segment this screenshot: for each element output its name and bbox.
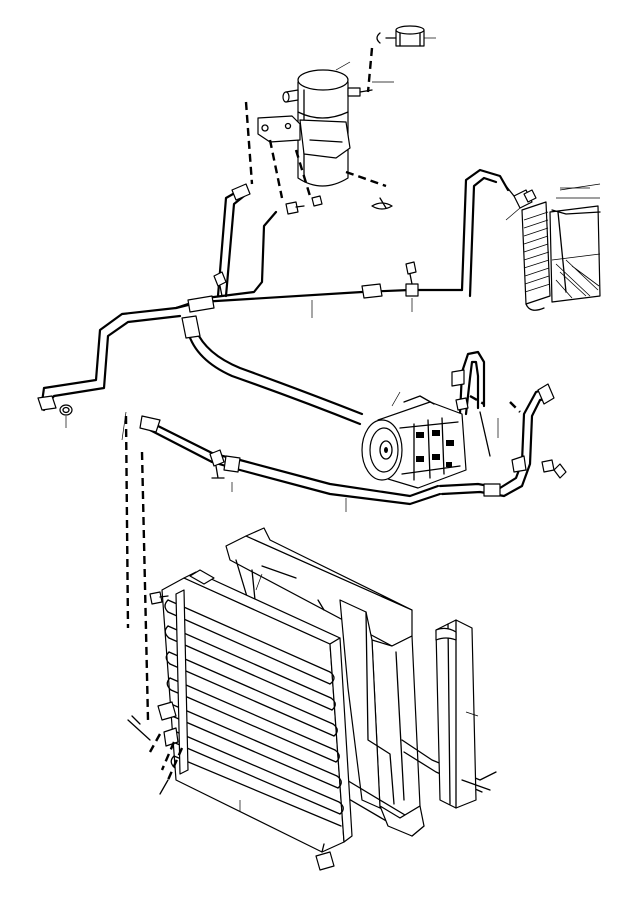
evaporator-icon[interactable] [505, 183, 601, 311]
drier-fasteners-icon[interactable] [285, 195, 393, 215]
shroud-icon[interactable] [225, 527, 497, 837]
condenser-fasteners-icon[interactable] [127, 591, 335, 871]
dashed-guide-left [124, 415, 150, 721]
dashed-guide-drier [244, 101, 387, 199]
compressor-hardware-icon[interactable] [209, 261, 567, 479]
dashed-guide-switch [366, 47, 374, 93]
condenser-icon[interactable] [157, 569, 353, 853]
refrigerant-lines-icon[interactable] [37, 168, 555, 506]
pressure-switch-icon[interactable] [376, 25, 436, 47]
leader-lines [65, 61, 590, 812]
receiver-drier-icon[interactable] [257, 69, 373, 187]
compressor-icon[interactable] [361, 395, 467, 489]
seal-strip-icon[interactable] [435, 619, 491, 809]
